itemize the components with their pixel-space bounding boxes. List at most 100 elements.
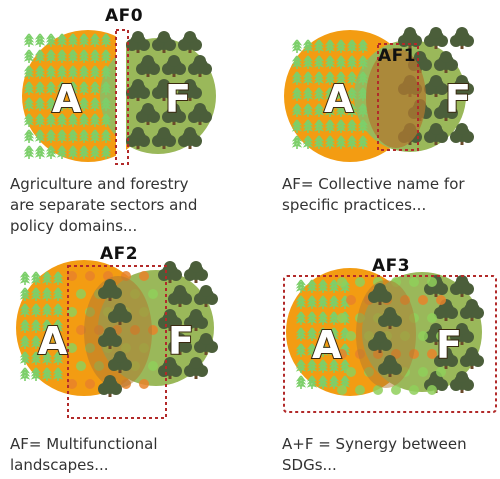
crop-icon (357, 39, 369, 53)
crop-icon (302, 39, 314, 53)
crop-icon (78, 81, 90, 95)
crop-icon (100, 65, 112, 79)
crop-icon (78, 65, 90, 79)
dashed-border (115, 29, 129, 165)
crop-icon (56, 113, 68, 127)
crop-icon (324, 135, 336, 149)
tree-icon (434, 299, 458, 321)
crop-icon (56, 33, 68, 47)
crop-icon (335, 71, 347, 85)
dot-icon (76, 361, 86, 371)
dot-icon (139, 271, 149, 281)
tree-icon (152, 79, 176, 101)
crop-icon (89, 113, 101, 127)
crop-icon (23, 113, 35, 127)
crop-icon (41, 271, 53, 285)
crop-icon (19, 351, 31, 365)
crop-icon (34, 33, 46, 47)
letter-f: F (165, 77, 191, 121)
crop-icon (313, 135, 325, 149)
crop-icon (41, 367, 53, 381)
caption-line: AF= Collective name for (282, 175, 465, 193)
dot-icon (436, 367, 446, 377)
caption-line: AF= Multifunctional (10, 435, 158, 453)
crop-icon (89, 81, 101, 95)
crop-icon (41, 303, 53, 317)
dot-icon (418, 295, 428, 305)
crop-icon (34, 97, 46, 111)
tree-pattern (126, 31, 212, 149)
crop-icon (45, 129, 57, 143)
venn-af1: A F (284, 27, 474, 162)
panel-af0: A F AF0 Agriculture and forestry are sep… (0, 0, 250, 240)
dot-icon (67, 379, 77, 389)
crop-icon (45, 33, 57, 47)
crop-icon (346, 135, 358, 149)
crop-icon (52, 367, 64, 381)
crop-icon (328, 375, 340, 389)
crop-icon (335, 103, 347, 117)
crop-icon (100, 33, 112, 47)
crop-icon (30, 271, 42, 285)
crop-icon (306, 359, 318, 373)
crop-icon (56, 145, 68, 159)
tree-icon (450, 371, 474, 393)
dot-icon (391, 385, 401, 395)
tree-icon (184, 309, 208, 331)
tag-label: AF3 (372, 256, 411, 276)
caption: Agriculture and forestry are separate se… (10, 174, 197, 237)
crop-icon (23, 97, 35, 111)
dot-icon (409, 385, 419, 395)
crop-icon (317, 343, 329, 357)
tree-icon (126, 31, 150, 53)
crop-icon (324, 103, 336, 117)
crop-icon (30, 303, 42, 317)
crop-icon (34, 129, 46, 143)
crop-icon (324, 55, 336, 69)
crop-icon (317, 311, 329, 325)
panel-af3: A F AF3 A+F = Synergy between SDGs... (250, 240, 500, 479)
crop-icon (19, 335, 31, 349)
tree-icon (158, 357, 182, 379)
crop-icon (100, 145, 112, 159)
dot-icon (355, 277, 365, 287)
crop-icon (313, 39, 325, 53)
crop-icon (317, 359, 329, 373)
tree-icon (188, 103, 212, 125)
tree-icon (378, 307, 402, 329)
crop-pattern (291, 39, 369, 149)
tree-icon (98, 375, 122, 397)
crop-icon (295, 359, 307, 373)
crop-icon (313, 119, 325, 133)
tag-label: AF1 (378, 46, 417, 66)
crop-icon (34, 65, 46, 79)
crop-icon (317, 327, 329, 341)
crop-icon (52, 319, 64, 333)
crop-icon (89, 49, 101, 63)
crop-icon (30, 335, 42, 349)
crop-icon (346, 55, 358, 69)
crop-icon (67, 129, 79, 143)
crop-icon (100, 97, 112, 111)
crop-icon (357, 103, 369, 117)
crop-icon (295, 311, 307, 325)
crop-icon (317, 375, 329, 389)
tree-icon (108, 351, 132, 373)
tree-icon (136, 103, 160, 125)
venn-af2: A F (16, 260, 218, 419)
crop-icon (335, 55, 347, 69)
caption-line: specific practices... (282, 196, 427, 214)
dot-icon (337, 385, 347, 395)
crop-icon (291, 39, 303, 53)
tree-icon (450, 123, 474, 145)
crop-icon (78, 129, 90, 143)
tree-icon (178, 79, 202, 101)
dot-icon (337, 277, 347, 287)
crop-icon (19, 303, 31, 317)
tree-pattern (98, 279, 132, 397)
letter-a: A (52, 77, 82, 121)
dot-icon (76, 325, 86, 335)
panel-af1: A F AF1 AF= Collective name for specific… (250, 0, 500, 240)
tree-icon (98, 279, 122, 301)
tree-icon (136, 55, 160, 77)
